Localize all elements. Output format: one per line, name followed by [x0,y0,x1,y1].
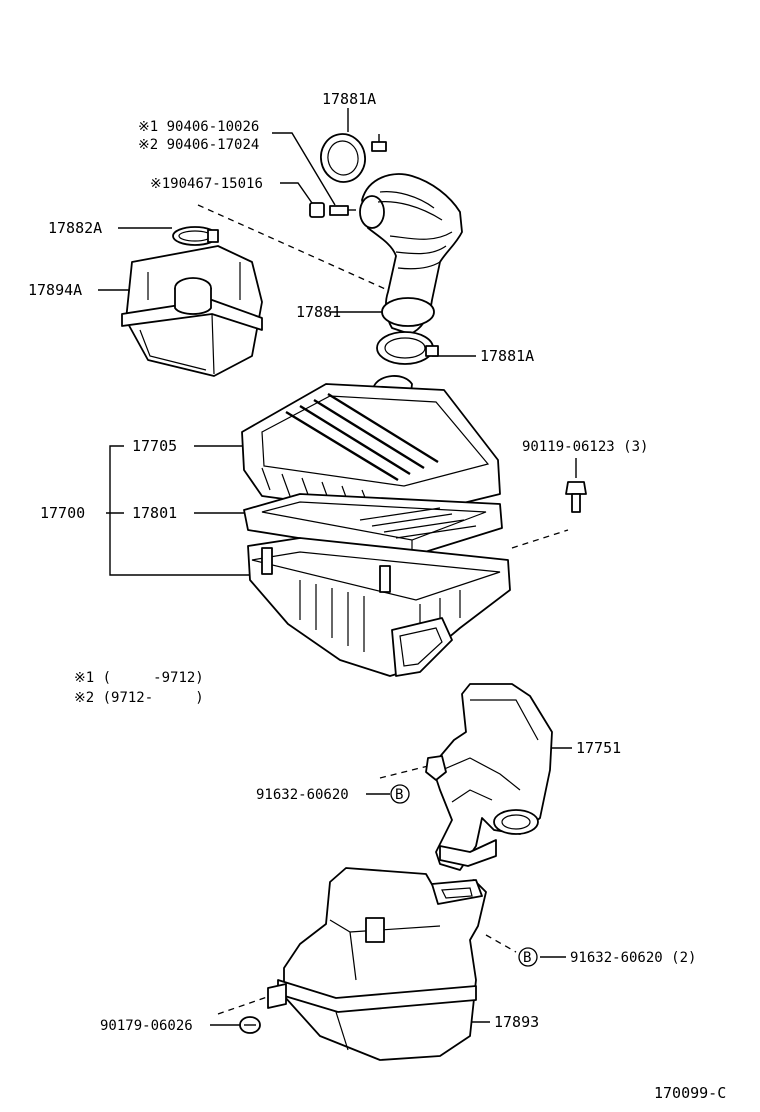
hose-clamp-bottom [376,331,439,365]
label-17801: 17801 [132,504,177,522]
label-17881A-top: 17881A [322,90,376,108]
dashed-lines [197,204,569,1015]
label-17894A: 17894A [28,281,82,299]
clamp-17882A [172,226,219,246]
label-17893: 17893 [494,1013,539,1031]
label-bolt-90119: 90119-06123 (3) [522,439,648,455]
clamp-bolt [309,202,356,218]
part-labels: 17881A ※1 90406-10026 ※2 90406-17024 ※19… [28,90,726,1102]
label-17882A: 17882A [48,219,102,237]
screw-90179 [239,1016,261,1034]
label-clip-91632-b: 91632-60620 (2) [570,950,696,966]
label-clamp-screw: ※190467-15016 [150,176,263,192]
intake-hose [359,173,463,335]
label-note1-range: ※1 ( -9712) [74,670,204,686]
resonator-17893 [267,867,487,1061]
label-17751: 17751 [576,739,621,757]
resonator-17894A [121,245,263,377]
leader-lines [98,108,577,1026]
air-cleaner-assy [241,375,511,677]
label-note1-bolt: ※1 90406-10026 [138,119,259,135]
callout-b-lower: B [518,947,538,967]
callout-b-upper-text: B [395,787,403,803]
label-17881A-bottom: 17881A [480,347,534,365]
label-note2-bolt: ※2 90406-17024 [138,137,259,153]
bolt-90119 [565,481,587,513]
label-note2-range: ※2 (9712- ) [74,690,204,706]
label-17700: 17700 [40,504,85,522]
inlet-duct-17751 [431,683,553,871]
hose-clamp-top [320,133,387,183]
label-17881: 17881 [296,303,341,321]
label-screw-90179: 90179-06026 [100,1018,193,1034]
label-17705: 17705 [132,437,177,455]
callout-b-upper: B [390,784,410,804]
label-clip-91632-a: 91632-60620 [256,787,349,803]
diagram-id: 170099-C [654,1084,726,1102]
clip-91632-a-part [425,755,447,781]
callout-b-lower-text: B [523,950,531,966]
